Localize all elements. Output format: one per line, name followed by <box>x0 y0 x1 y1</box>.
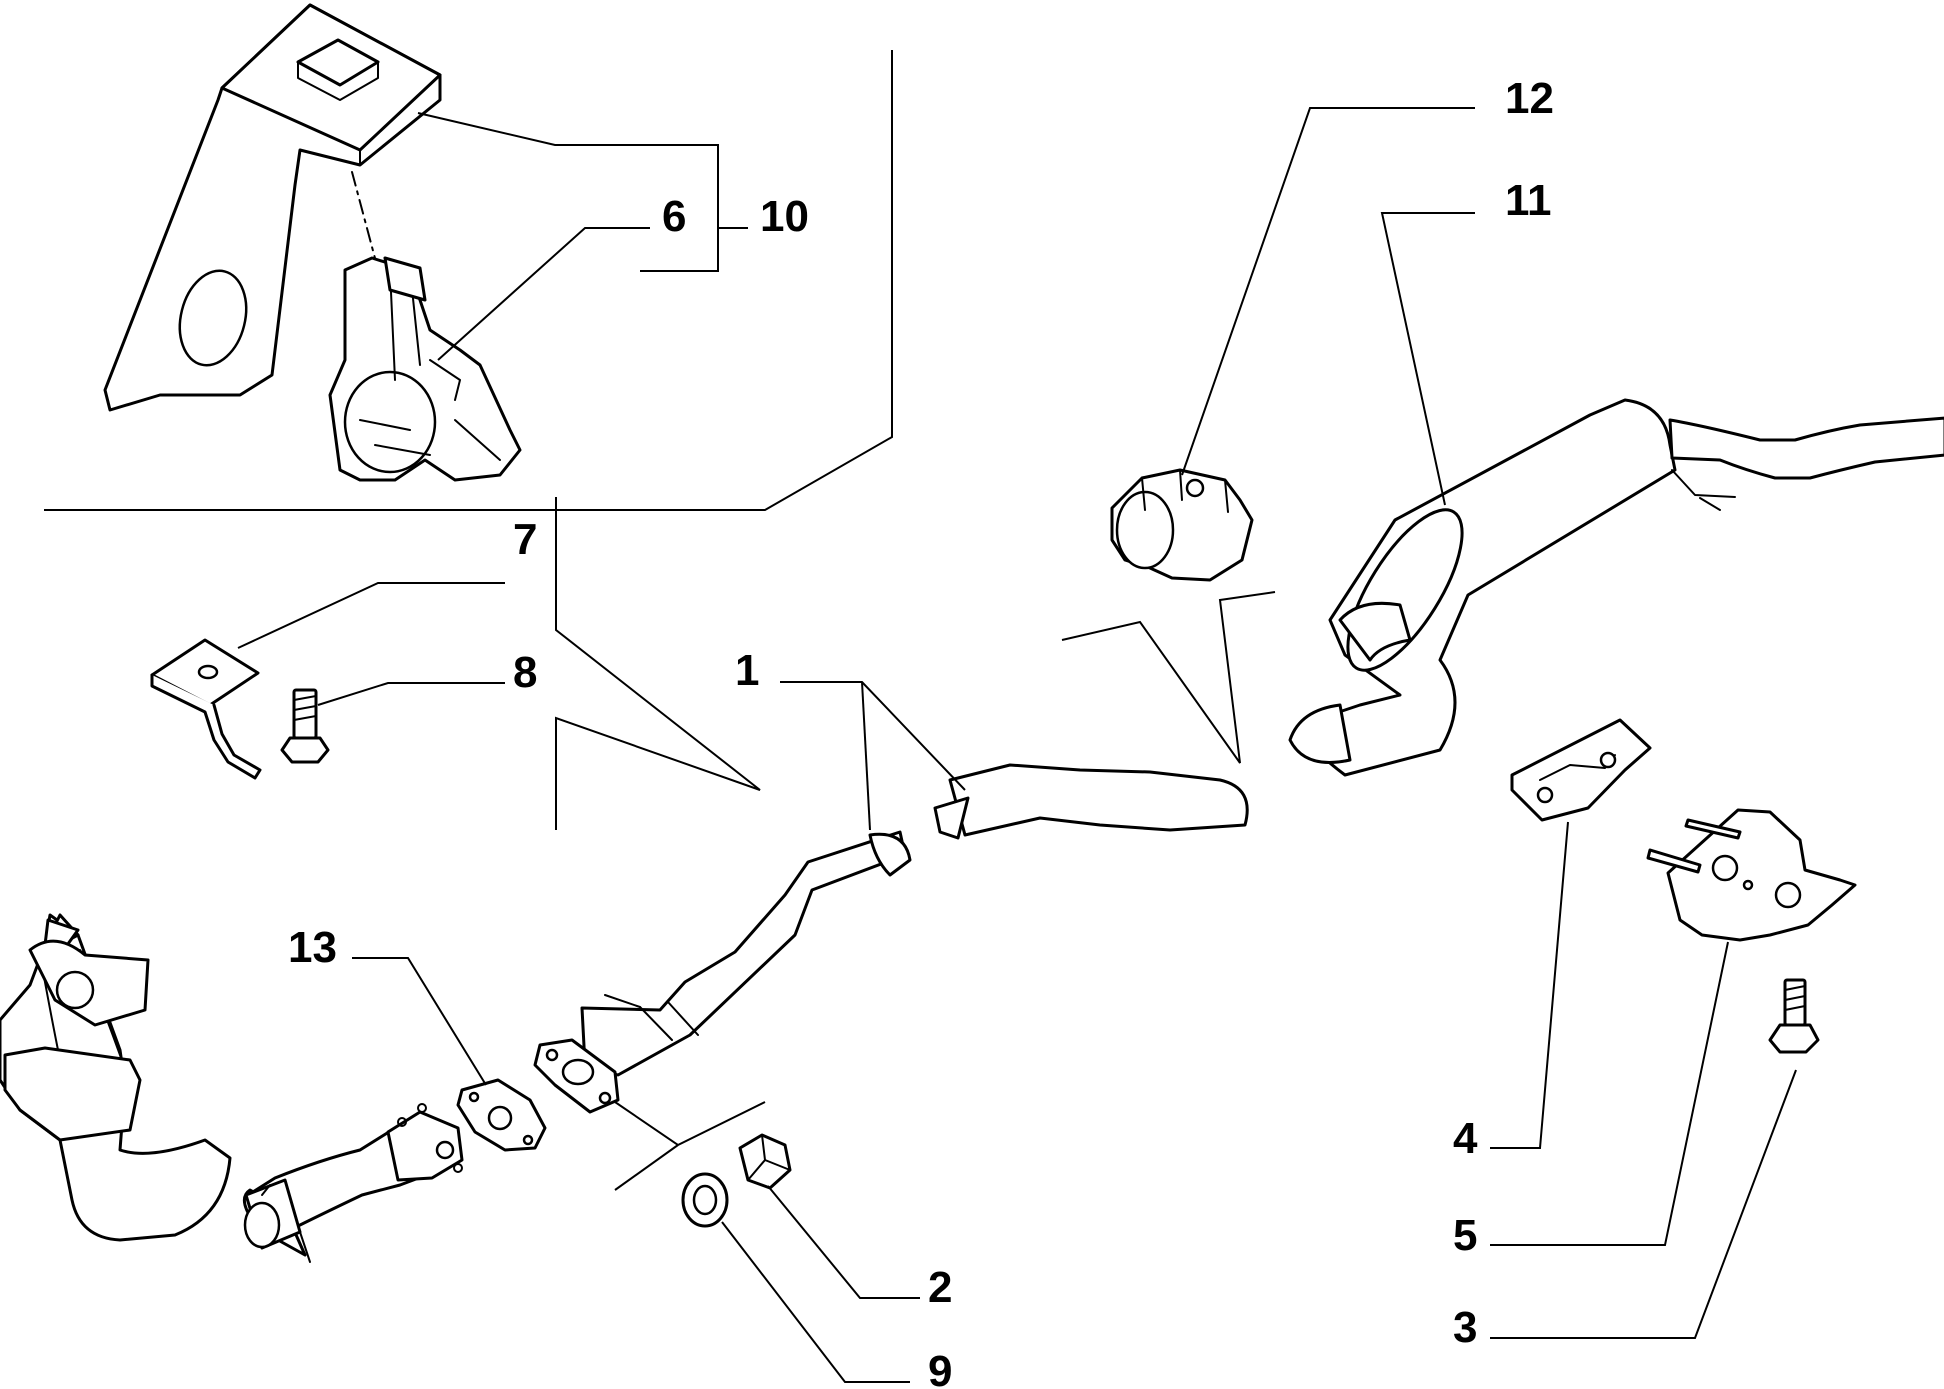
callout-9: 9 <box>928 1347 952 1389</box>
callout-7-leader <box>237 582 505 649</box>
downpipe-drawing <box>243 1103 464 1263</box>
callout-1-leader <box>780 681 966 791</box>
callout-5: 5 <box>1453 1211 1477 1260</box>
bolt-8-drawing <box>280 688 330 764</box>
callout-3: 3 <box>1453 1303 1477 1352</box>
rubber-mount-4-drawing <box>1510 718 1652 822</box>
washer-9-drawing <box>681 1172 729 1228</box>
callout-6: 6 <box>662 192 686 241</box>
callout-4-leader <box>1490 821 1569 1149</box>
callout-10-leader <box>417 112 719 272</box>
callout-12: 12 <box>1505 74 1554 123</box>
callout-13-leader <box>352 957 487 1086</box>
callout-1: 1 <box>735 646 759 695</box>
rubber-clamp-drawing <box>328 256 522 482</box>
callout-2-leader <box>767 1185 920 1299</box>
front-pipe-drawing <box>580 830 912 1077</box>
bolt-3-drawing <box>1768 978 1820 1054</box>
hanger-bracket-drawing <box>103 3 442 412</box>
callout-2: 2 <box>928 1263 952 1312</box>
catalytic-converter-drawing <box>0 913 307 1257</box>
middle-pipe-drawing <box>933 763 1249 840</box>
callout-3-leader <box>1490 1069 1797 1339</box>
nut-2-drawing <box>738 1133 792 1190</box>
callout-8-leader <box>317 682 505 706</box>
callout-9-leader <box>721 1221 910 1383</box>
callout-6-leader <box>437 227 650 361</box>
pipe-clamp-12-drawing <box>1110 468 1254 582</box>
callout-7: 7 <box>513 515 537 564</box>
callout-4: 4 <box>1453 1114 1478 1163</box>
gasket-13-drawing <box>456 1078 547 1152</box>
inset-frame-line <box>44 50 893 511</box>
callout-10: 10 <box>760 192 809 241</box>
callout-12-leader <box>1181 107 1475 476</box>
callout-11-leader <box>1380 212 1475 506</box>
callout-8: 8 <box>513 648 537 697</box>
rear-muffler-drawing <box>1288 398 1944 777</box>
callout-5-leader <box>1490 941 1729 1246</box>
front-flange-drawing <box>533 1038 620 1114</box>
small-bracket-drawing <box>150 638 262 780</box>
callout-11: 11 <box>1505 176 1552 225</box>
callout-13: 13 <box>288 923 337 972</box>
mounting-bracket-5-drawing <box>1646 808 1857 942</box>
